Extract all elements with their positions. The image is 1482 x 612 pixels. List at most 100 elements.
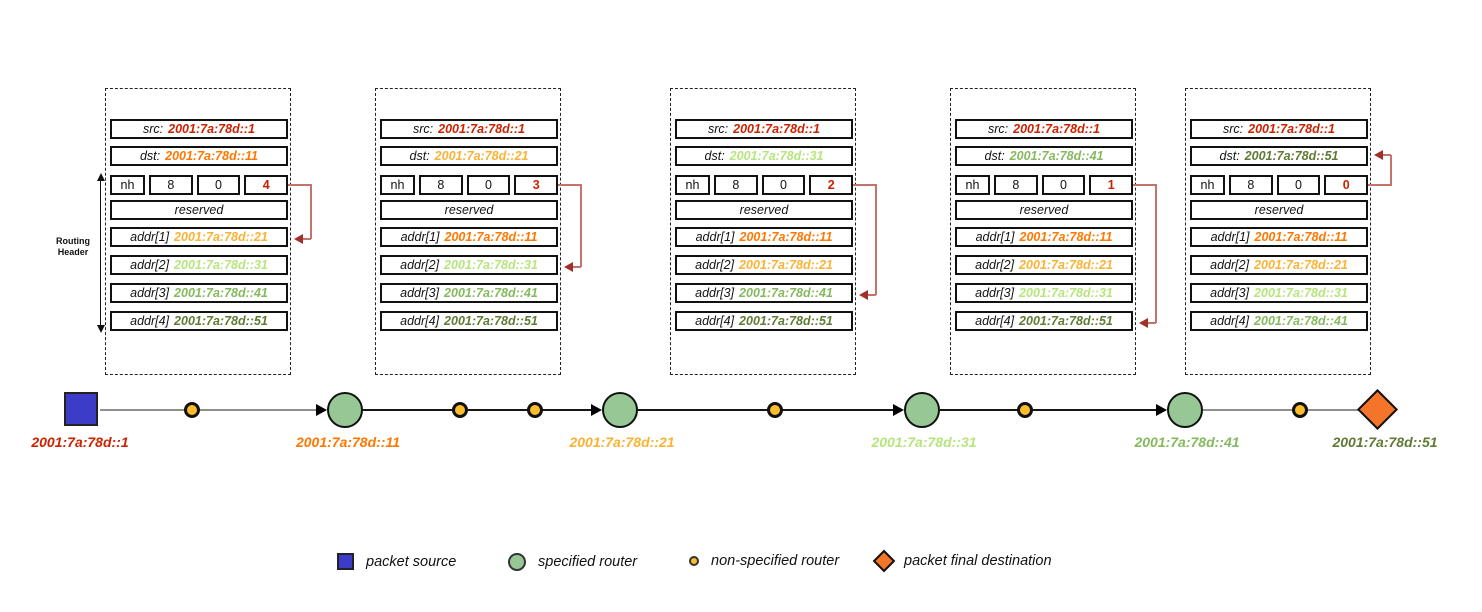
path-segment	[940, 409, 1156, 411]
src-label: src:	[1223, 122, 1244, 136]
specified-router-node	[904, 392, 940, 428]
legend-label: specified router	[538, 554, 638, 570]
arrow-right-icon	[316, 404, 327, 416]
addr4-value: 2001:7a:78d::51	[1019, 314, 1113, 328]
field-addr4: addr[4]2001:7a:78d::51	[955, 311, 1133, 331]
dst-label: dst:	[704, 149, 725, 163]
addr4-label: addr[4]	[1210, 314, 1250, 328]
segments-left-cell: 3	[514, 175, 559, 195]
src-label: src:	[988, 122, 1009, 136]
field-dst: dst: 2001:7a:78d::31	[675, 146, 853, 166]
arrow-head-icon	[854, 290, 868, 300]
node-address-label: 2001:7a:78d::1	[31, 434, 129, 450]
path-segment	[1203, 409, 1365, 411]
field-addr1: addr[1]2001:7a:78d::11	[675, 227, 853, 247]
src-label: src:	[708, 122, 729, 136]
packet-source-icon	[337, 553, 354, 570]
node-address-label: 2001:7a:78d::41	[1134, 434, 1240, 450]
field-reserved: reserved	[955, 200, 1133, 220]
addr3-value: 2001:7a:78d::41	[739, 286, 833, 300]
specified-router-node	[602, 392, 638, 428]
addr4-value: 2001:7a:78d::41	[1254, 314, 1348, 328]
addr1-value: 2001:7a:78d::11	[444, 230, 538, 244]
next-header-cell: nh	[380, 175, 415, 195]
non-specified-router-node	[767, 402, 783, 418]
dst-value: 2001:7a:78d::21	[434, 149, 529, 163]
addr4-value: 2001:7a:78d::51	[444, 314, 538, 328]
legend-item-unspecified: non-specified router	[689, 553, 839, 569]
src-value: 2001:7a:78d::1	[1013, 122, 1100, 136]
arrow-head-icon	[289, 234, 303, 244]
legend-item-router: specified router	[508, 553, 637, 571]
addr2-label: addr[2]	[130, 258, 170, 272]
addr1-label: addr[1]	[400, 230, 440, 244]
hdr-ext-len-cell: 8	[418, 175, 463, 195]
path-segment	[638, 409, 893, 411]
field-addr3: addr[3]2001:7a:78d::41	[675, 283, 853, 303]
addr2-label: addr[2]	[1210, 258, 1250, 272]
non-specified-router-icon	[689, 556, 699, 566]
field-addr1: addr[1]2001:7a:78d::21	[110, 227, 288, 247]
hdr-ext-len-cell: 8	[713, 175, 758, 195]
routing-type-cell: 0	[466, 175, 511, 195]
field-addr1: addr[1]2001:7a:78d::11	[955, 227, 1133, 247]
packet-source-node	[64, 392, 98, 426]
addr1-value: 2001:7a:78d::11	[1019, 230, 1113, 244]
addr4-label: addr[4]	[695, 314, 735, 328]
node-address-label: 2001:7a:78d::21	[569, 434, 675, 450]
field-addr3: addr[3]2001:7a:78d::31	[1190, 283, 1368, 303]
field-addr2: addr[2]2001:7a:78d::21	[675, 255, 853, 275]
dst-label: dst:	[409, 149, 430, 163]
field-addr2: addr[2]2001:7a:78d::31	[110, 255, 288, 275]
field-reserved: reserved	[1190, 200, 1368, 220]
hdr-ext-len-cell: 8	[1228, 175, 1273, 195]
node-address-label: 2001:7a:78d::31	[871, 434, 977, 450]
src-value: 2001:7a:78d::1	[168, 122, 255, 136]
field-src: src: 2001:7a:78d::1	[675, 119, 853, 139]
src-value: 2001:7a:78d::1	[1248, 122, 1335, 136]
field-addr4: addr[4] 2001:7a:78d::51	[675, 311, 853, 331]
dst-label: dst:	[1219, 149, 1240, 163]
arrow-head-icon	[559, 262, 573, 272]
field-addr1: addr[1] 2001:7a:78d::11	[380, 227, 558, 247]
segments-left-cell: 2	[809, 175, 854, 195]
routing-type-cell: 0	[196, 175, 241, 195]
field-addr2: addr[2]2001:7a:78d::21	[955, 255, 1133, 275]
arrow-down-icon	[97, 325, 105, 337]
field-dst: dst:2001:7a:78d::11	[110, 146, 288, 166]
field-routing-header-fixed: nh 8 0 2	[675, 175, 854, 195]
non-specified-router-node	[184, 402, 200, 418]
field-dst: dst:2001:7a:78d::51	[1190, 146, 1368, 166]
non-specified-router-node	[1017, 402, 1033, 418]
packet-destination-node	[1356, 388, 1399, 431]
field-dst: dst: 2001:7a:78d::21	[380, 146, 558, 166]
field-addr4: addr[4]2001:7a:78d::51	[380, 311, 558, 331]
src-value: 2001:7a:78d::1	[733, 122, 820, 136]
arrow-right-icon	[591, 404, 602, 416]
path-segment	[100, 409, 316, 411]
addr2-value: 2001:7a:78d::21	[1254, 258, 1348, 272]
field-addr3: addr[3]2001:7a:78d::41	[110, 283, 288, 303]
addr3-label: addr[3]	[130, 286, 170, 300]
addr1-label: addr[1]	[695, 230, 735, 244]
packet-snapshot-2: src:2001:7a:78d::1 dst: 2001:7a:78d::21 n…	[375, 88, 582, 375]
field-addr3: addr[3]2001:7a:78d::41	[380, 283, 558, 303]
routing-header-label: Routing Header	[56, 236, 90, 257]
segments-left-cell: 4	[244, 175, 289, 195]
addr2-value: 2001:7a:78d::31	[444, 258, 538, 272]
specified-router-node	[1167, 392, 1203, 428]
addr4-value: 2001:7a:78d::51	[739, 314, 833, 328]
packet-destination-icon	[872, 549, 896, 573]
addr3-value: 2001:7a:78d::31	[1254, 286, 1348, 300]
field-src: src:2001:7a:78d::1	[380, 119, 558, 139]
arrow-up-icon	[97, 169, 105, 181]
routing-type-cell: 0	[761, 175, 806, 195]
dst-value: 2001:7a:78d::31	[729, 149, 824, 163]
next-header-cell: nh	[675, 175, 710, 195]
hdr-ext-len-cell: 8	[148, 175, 193, 195]
addr2-label: addr[2]	[400, 258, 440, 272]
addr3-label: addr[3]	[975, 286, 1015, 300]
addr1-value: 2001:7a:78d::11	[1254, 230, 1348, 244]
field-routing-header-fixed: nh 8 0 4	[110, 175, 289, 195]
node-address-label: 2001:7a:78d::11	[295, 434, 401, 450]
